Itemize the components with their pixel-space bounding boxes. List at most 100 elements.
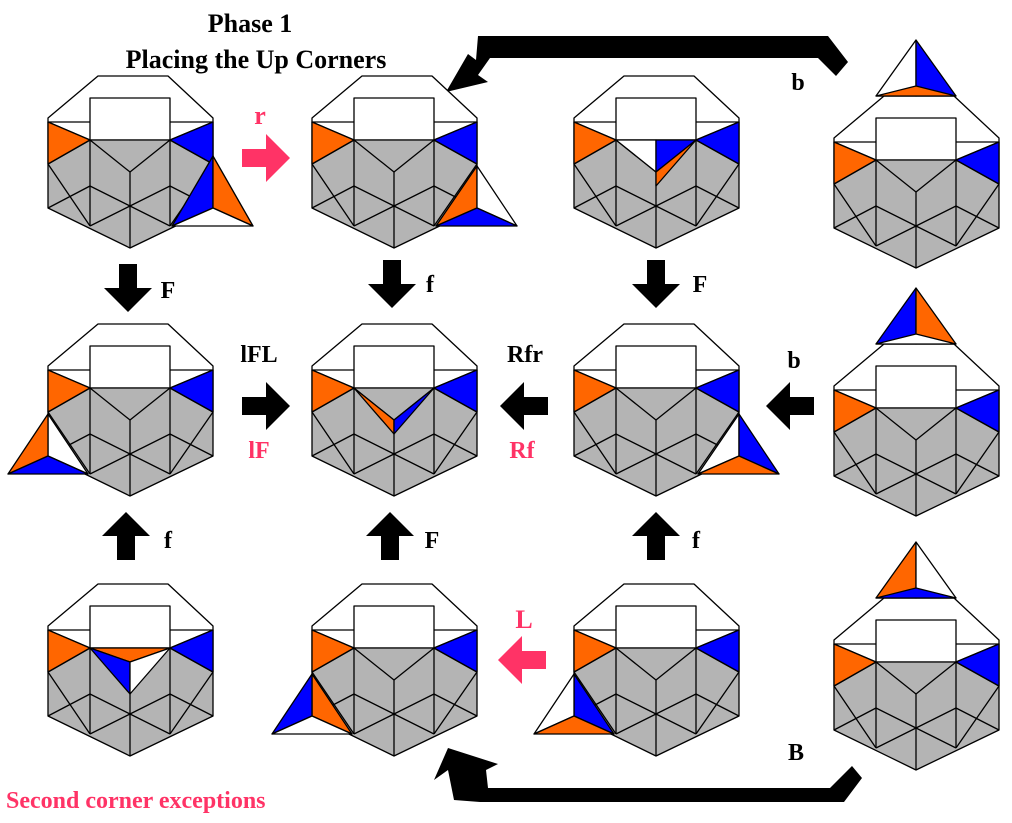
cube-r1c1 [47, 75, 254, 249]
cube-r1c4 [833, 39, 1000, 269]
grid-line [129, 185, 171, 207]
cube-r1c2 [311, 75, 518, 249]
orange-sticker [573, 629, 617, 673]
move-label-c2-top: f [426, 272, 435, 298]
blue-sticker [169, 121, 214, 165]
grid-line [573, 671, 617, 735]
grid-line [615, 185, 657, 207]
grid-line [393, 139, 435, 173]
orange-sticker [833, 389, 877, 433]
grid-line [353, 185, 395, 207]
grid-line [915, 473, 957, 495]
grid-line [875, 159, 917, 193]
blue-sticker [695, 121, 740, 165]
grid-line [655, 433, 697, 455]
arrow-c3-bottom [632, 512, 680, 560]
grid-line [311, 411, 355, 475]
orange-sticker [47, 369, 91, 413]
grid-line [89, 139, 131, 173]
grid-line [655, 205, 697, 227]
corner-white [129, 647, 171, 695]
top-center-square [615, 605, 697, 649]
corner-white [875, 333, 957, 345]
grid-line [393, 647, 435, 681]
move-label-Rfr: Rfr [507, 342, 543, 368]
grid-line [955, 205, 1000, 229]
cube-r2c1 [7, 323, 214, 497]
arrow-r-pink [242, 134, 290, 182]
grid-line [655, 647, 697, 681]
grid-line [615, 713, 657, 735]
grid-line [833, 707, 877, 731]
grid-line [311, 163, 355, 227]
arrow-c2-bottom [366, 512, 414, 560]
grid-line [353, 647, 395, 681]
grid-line [615, 453, 657, 475]
corner-orange [655, 139, 697, 187]
grid-line [89, 693, 131, 715]
corner-blue [393, 387, 435, 435]
grid-line [875, 205, 917, 227]
grid-line [129, 453, 171, 475]
move-label-Rf: Rf [509, 438, 535, 464]
top-center-square [615, 345, 697, 389]
grid-line [89, 453, 131, 475]
top-center-square [89, 97, 171, 141]
grid-line [169, 411, 214, 475]
grid-line [573, 433, 617, 457]
blue-sticker [955, 141, 1000, 185]
arrow-Rfr [500, 382, 548, 430]
grid-line [393, 693, 435, 715]
grid-line [915, 707, 957, 729]
grid-line [955, 453, 1000, 477]
title-line-2: Placing the Up Corners [126, 45, 387, 74]
grid-line [433, 433, 478, 457]
grid-line [573, 185, 617, 209]
grid-line [47, 411, 91, 475]
grid-line [833, 431, 877, 495]
move-label-c1-bottom: f [164, 528, 173, 554]
move-label-loop-bottom: B [788, 740, 804, 766]
footer-note: Second corner exceptions [6, 788, 266, 814]
grid-line [89, 713, 131, 735]
grid-line [655, 453, 697, 475]
cube-r1c3 [573, 75, 740, 249]
move-label-lFL: lFL [240, 342, 277, 368]
grid-line [89, 185, 131, 207]
grid-line [915, 159, 957, 193]
blue-sticker [169, 629, 214, 673]
top-center-square [353, 97, 435, 141]
grid-line [695, 163, 740, 227]
top-center-square [353, 345, 435, 389]
grid-line [875, 707, 917, 729]
grid-line [833, 183, 877, 247]
grid-line [875, 225, 917, 247]
title-line-1: Phase 1 [208, 9, 293, 38]
move-label-r2-right: b [787, 348, 800, 374]
arrow-c3-top [632, 260, 680, 308]
move-label-r: r [254, 101, 266, 130]
grid-line [915, 453, 957, 475]
grid-line [311, 671, 355, 735]
grid-line [353, 205, 395, 227]
top-center-square [353, 605, 435, 649]
corner-orange [533, 715, 615, 735]
blue-sticker [433, 369, 478, 413]
corner-white [171, 207, 254, 227]
top-center-square [615, 97, 697, 141]
move-label-c2-bottom: F [425, 528, 440, 554]
grid-line [47, 163, 91, 227]
orange-sticker [833, 643, 877, 687]
corner-orange [697, 455, 780, 475]
arrow-c1-top [104, 264, 152, 312]
orange-sticker [47, 629, 91, 673]
grid-line [353, 139, 395, 173]
corner-blue [435, 207, 518, 227]
top-center-square [89, 345, 171, 389]
orange-sticker [833, 141, 877, 185]
grid-line [353, 453, 395, 475]
grid-line [47, 671, 91, 735]
corner-orange [875, 85, 957, 97]
arrow-lFL [242, 382, 290, 430]
